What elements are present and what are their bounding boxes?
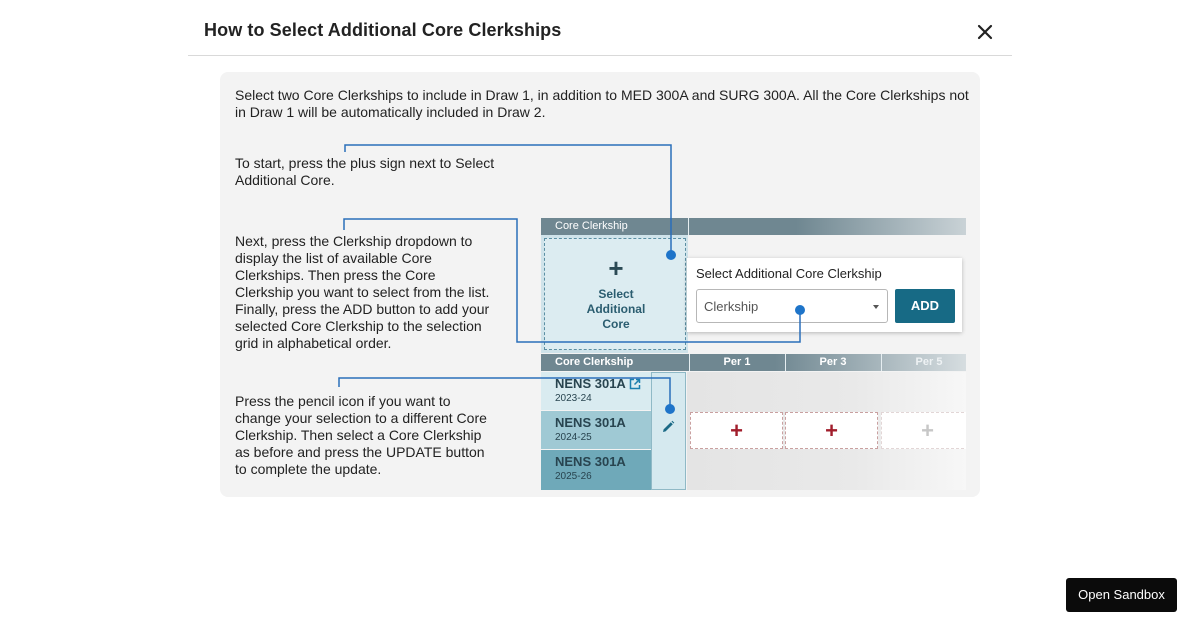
step-3-text: Press the pencil icon if you want to cha…	[235, 393, 487, 477]
open-sandbox-button[interactable]: Open Sandbox	[1066, 578, 1177, 612]
modal-title: How to Select Additional Core Clerkships	[204, 20, 562, 40]
label-line-1: Select	[598, 287, 634, 301]
select-clerkship-popup: Select Additional Core Clerkship Clerksh…	[687, 258, 962, 332]
row-year: 2023-24	[555, 393, 592, 404]
dropdown-value: Clerkship	[704, 299, 759, 314]
external-link-icon	[629, 377, 641, 390]
header-divider	[688, 218, 689, 235]
plus-icon: +	[608, 253, 624, 283]
label-line-2: Additional	[586, 302, 646, 316]
grid-row: NENS 301A 2024-25	[541, 411, 651, 449]
grid-cell-per1: +	[690, 412, 783, 449]
grid-cell-per3: +	[785, 412, 878, 449]
grid-header-per5: Per 5	[881, 354, 966, 371]
close-icon[interactable]	[974, 21, 996, 43]
pencil-icon	[660, 419, 676, 435]
select-additional-core-label: Select Additional Core	[545, 287, 687, 332]
intro-text: Select two Core Clerkships to include in…	[235, 87, 969, 120]
clerkship-dropdown: Clerkship	[696, 289, 888, 323]
edit-column	[651, 372, 686, 490]
grid-row: NENS 301A 2025-26	[541, 450, 651, 490]
grid-header-per1: Per 1	[689, 354, 784, 371]
step-2-text: Next, press the Clerkship dropdown to di…	[235, 233, 490, 351]
popup-heading: Select Additional Core Clerkship	[696, 266, 882, 281]
label-line-3: Core	[602, 317, 630, 331]
core-clerkship-header: Core Clerkship	[541, 218, 966, 235]
grid-header: Core Clerkship Per 1 Per 3 Per 5	[541, 354, 966, 371]
help-modal: How to Select Additional Core Clerkships	[188, 0, 1012, 630]
illustration: Core Clerkship + Select Additional Core …	[541, 218, 966, 490]
row-name: NENS 301A	[555, 454, 626, 469]
grid-header-per3: Per 3	[785, 354, 880, 371]
row-name: NENS 301A	[555, 376, 626, 391]
core-clerkship-header-label: Core Clerkship	[555, 220, 628, 232]
select-additional-core-card: + Select Additional Core	[541, 235, 688, 353]
selection-grid: + + +	[687, 372, 966, 490]
chevron-down-icon	[873, 305, 879, 309]
row-year: 2025-26	[555, 471, 592, 482]
grid-cell-per5: +	[881, 412, 966, 449]
grid-header-core: Core Clerkship	[555, 356, 634, 368]
select-additional-core-button: + Select Additional Core	[544, 238, 686, 350]
row-name: NENS 301A	[555, 415, 626, 430]
add-button: ADD	[895, 289, 955, 323]
step-1-text: To start, press the plus sign next to Se…	[235, 155, 495, 188]
instructions-panel: Select two Core Clerkships to include in…	[220, 72, 980, 497]
modal-header: How to Select Additional Core Clerkships	[188, 0, 1012, 56]
row-year: 2024-25	[555, 432, 592, 443]
grid-row: NENS 301A 2023-24	[541, 372, 651, 410]
